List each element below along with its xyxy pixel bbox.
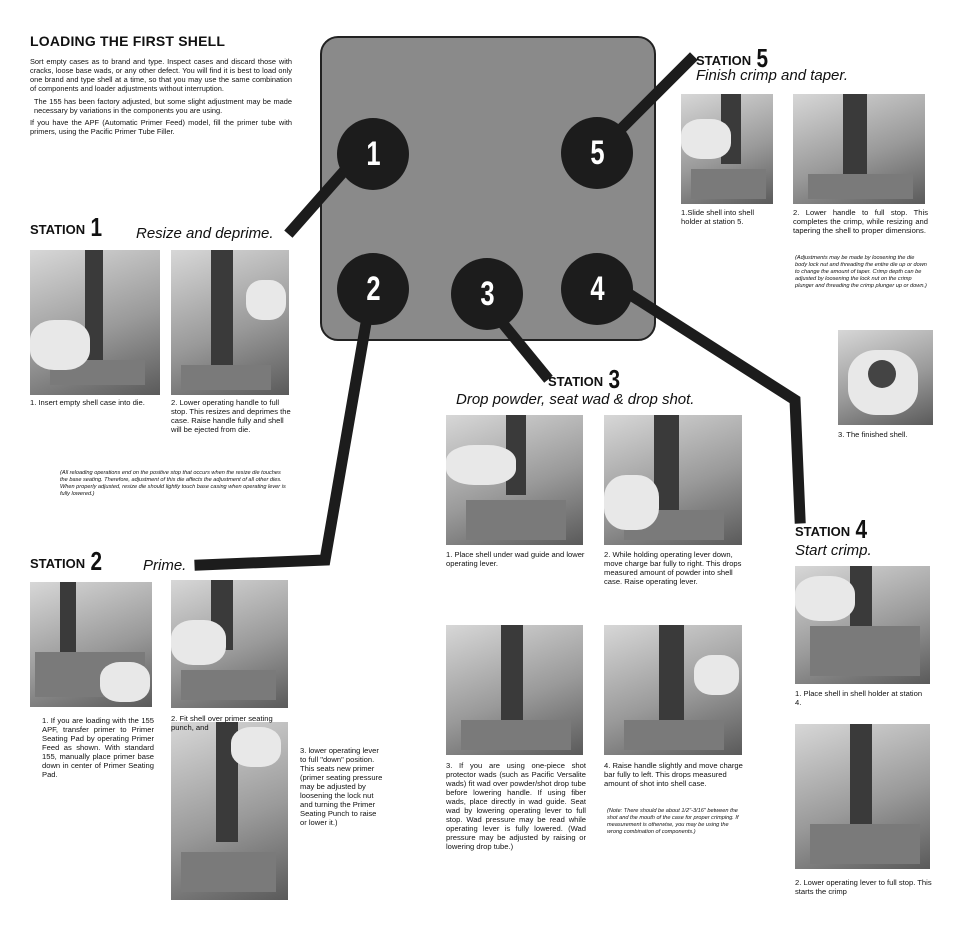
- station-5-subtitle: Finish crimp and taper.: [696, 67, 849, 84]
- intro-paragraph: Sort empty cases as to brand and type. I…: [30, 57, 292, 93]
- photo-station-3-step-3: [446, 625, 583, 755]
- station-5-caption-2: 2. Lower handle to full stop. This compl…: [793, 208, 928, 235]
- photo-station-5-step-2: [793, 94, 925, 204]
- station-5-note: (Adjustments may be made by loosening th…: [795, 255, 927, 289]
- station-2-caption-1: 1. If you are loading with the 155 APF, …: [42, 716, 154, 779]
- station-3-caption-1: 1. Place shell under wad guide and lower…: [446, 550, 585, 568]
- station-circle-1: 1: [337, 118, 409, 190]
- station-4-caption-1: 1. Place shell in shell holder at statio…: [795, 689, 923, 707]
- connector-line-1: [284, 162, 353, 238]
- photo-station-1-step-1: [30, 250, 160, 395]
- station-label: STATION: [30, 222, 86, 237]
- station-2-caption-2: 2. Fit shell over primer seating punch, …: [171, 714, 273, 732]
- photo-station-3-step-2: [604, 415, 742, 545]
- station-3-note: (Note: There should be about 1/2"-3/16" …: [607, 808, 739, 835]
- station-1-caption-1: 1. Insert empty shell case into die.: [30, 398, 145, 407]
- station-label: STATION: [548, 374, 604, 389]
- station-circle-5: 5: [561, 117, 633, 189]
- station-number: 2: [90, 546, 102, 576]
- photo-finished-shell: [838, 330, 933, 425]
- station-1-heading: STATION 1: [30, 212, 103, 243]
- station-label: STATION: [30, 556, 86, 571]
- station-2-caption-3: 3. lower operating lever to full "down" …: [300, 746, 383, 827]
- station-number: 4: [855, 514, 867, 544]
- photo-station-2-step-1: [30, 582, 152, 707]
- photo-station-4-step-1: [795, 566, 930, 684]
- station-number: 3: [608, 364, 620, 394]
- station-3-caption-2: 2. While holding operating lever down, m…: [604, 550, 742, 586]
- station-circle-2: 2: [337, 253, 409, 325]
- photo-station-2-step-3: [171, 722, 288, 900]
- connector-line-3: [492, 312, 553, 383]
- station-label: STATION: [696, 53, 752, 68]
- photo-station-3-step-1: [446, 415, 583, 545]
- photo-station-3-step-4: [604, 625, 742, 755]
- photo-station-4-step-2: [795, 724, 930, 869]
- station-1-subtitle: Resize and deprime.: [136, 225, 274, 242]
- photo-station-2-step-2: [171, 580, 288, 708]
- station-3-caption-3: 3. If you are using one-piece shot prote…: [446, 761, 586, 851]
- station-2-heading: STATION 2: [30, 546, 103, 577]
- station-label: STATION: [795, 524, 851, 539]
- connector-line-4: [607, 277, 806, 524]
- station-3-caption-4: 4. Raise handle slightly and move charge…: [604, 761, 743, 788]
- station-circle-3: 3: [451, 258, 523, 330]
- page-title: LOADING THE FIRST SHELL: [30, 33, 226, 49]
- intro-paragraph: If you have the APF (Automatic Primer Fe…: [30, 118, 292, 136]
- intro-text: Sort empty cases as to brand and type. I…: [30, 57, 292, 136]
- intro-paragraph: The 155 has been factory adjusted, but s…: [34, 97, 292, 115]
- connector-line-2: [194, 293, 377, 571]
- station-number: 1: [90, 212, 102, 242]
- station-1-note: (All reloading operations end on the pos…: [60, 470, 286, 497]
- station-3-subtitle: Drop powder, seat wad & drop shot.: [456, 391, 695, 408]
- station-4-heading: STATION 4: [795, 514, 868, 545]
- connector-line-5: [607, 52, 698, 143]
- photo-station-5-step-1: [681, 94, 773, 204]
- station-number: 5: [756, 43, 768, 73]
- station-4-caption-2: 2. Lower operating lever to full stop. T…: [795, 878, 932, 896]
- station-circle-4: 4: [561, 253, 633, 325]
- station-1-caption-2: 2. Lower operating handle to full stop. …: [171, 398, 291, 434]
- station-5-caption-1: 1.Slide shell into shell holder at stati…: [681, 208, 755, 226]
- station-5-caption-3: 3. The finished shell.: [838, 430, 908, 439]
- station-2-subtitle: Prime.: [143, 557, 187, 574]
- photo-station-1-step-2: [171, 250, 289, 395]
- station-4-subtitle: Start crimp.: [795, 542, 872, 559]
- station-3-heading: STATION 3: [548, 364, 621, 395]
- station-5-heading: STATION 5: [696, 43, 769, 74]
